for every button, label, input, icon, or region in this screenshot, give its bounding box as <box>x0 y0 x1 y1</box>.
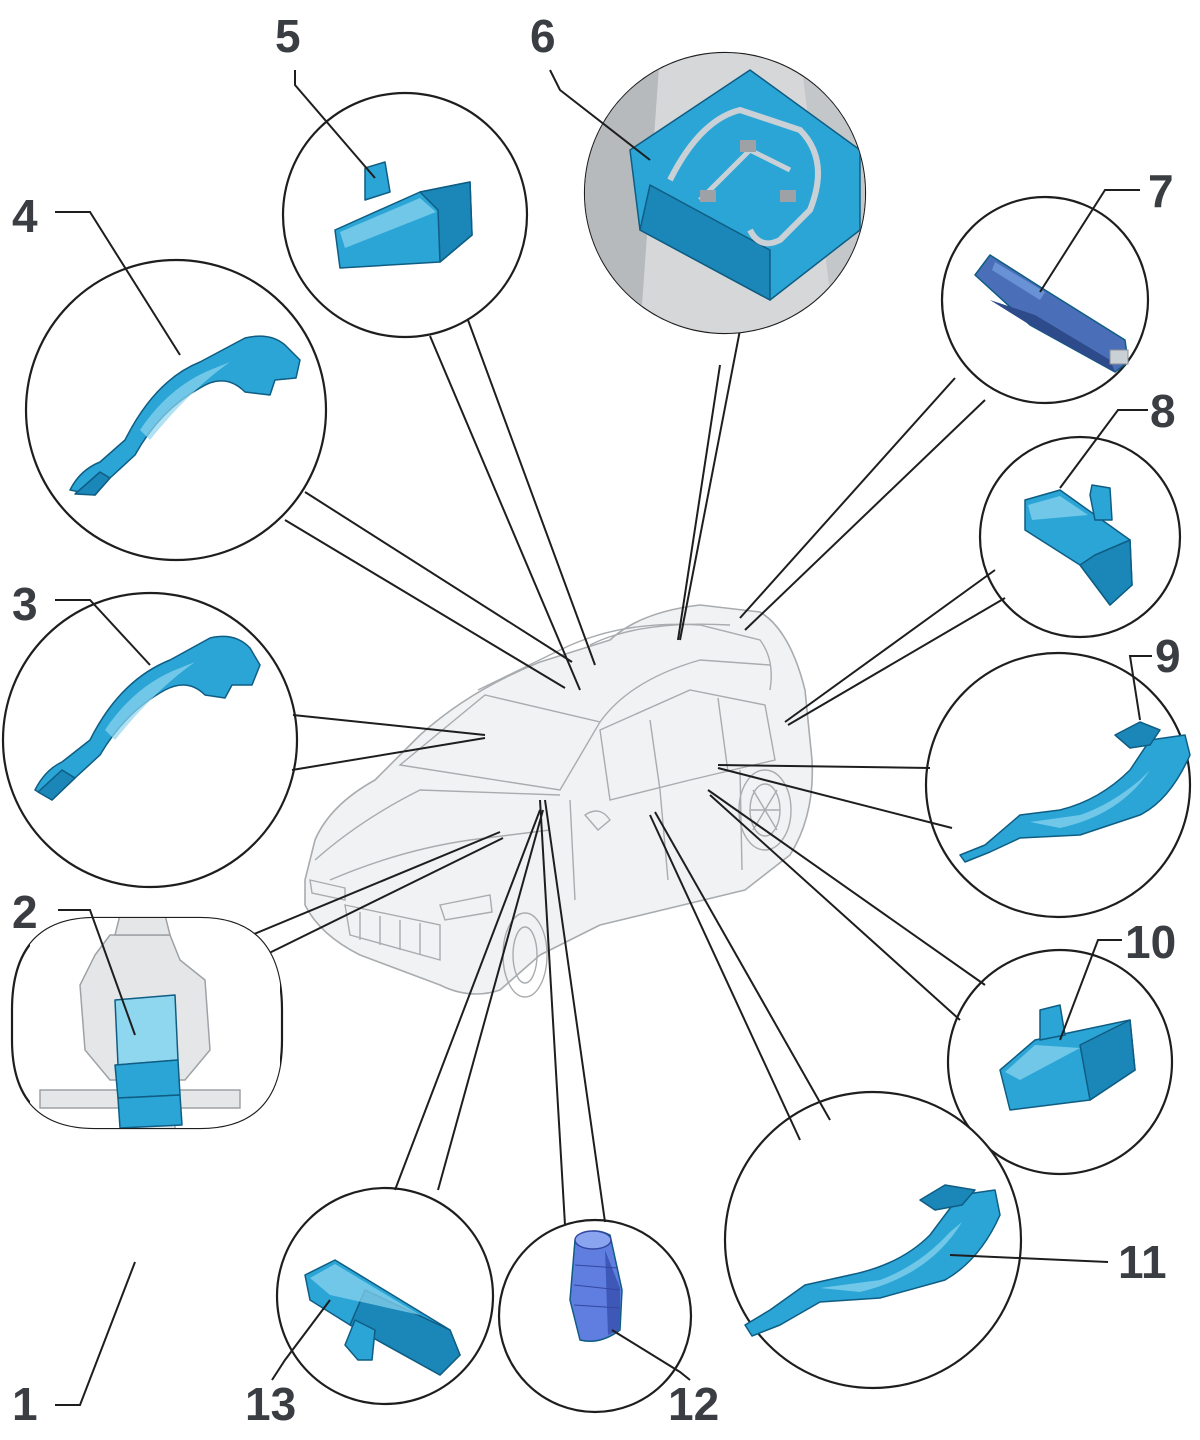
door-handle-icon <box>744 1184 1001 1337</box>
antenna-module-icon <box>334 161 473 269</box>
callout-label-10: 10 <box>1125 916 1176 968</box>
callout-circle-4 <box>24 258 328 562</box>
callout-label-2: 2 <box>12 886 38 938</box>
callout-label-8: 8 <box>1150 385 1176 437</box>
door-handle-icon <box>69 335 301 496</box>
callout-labels: 1 2 3 4 5 6 7 8 9 10 11 12 13 <box>12 10 1181 1430</box>
callout-label-3: 3 <box>12 578 38 630</box>
leader-lines <box>229 319 1006 1226</box>
callout-label-7: 7 <box>1148 165 1174 217</box>
control-unit-icon <box>585 53 865 333</box>
door-handle-icon <box>959 721 1191 863</box>
callout-label-13: 13 <box>245 1378 296 1430</box>
callout-circle-3 <box>1 591 299 889</box>
callout-label-6: 6 <box>530 10 556 62</box>
door-handle-icon <box>34 635 261 801</box>
callout-label-1: 1 <box>12 1378 38 1430</box>
antenna-module-icon <box>304 1259 461 1376</box>
antenna-module-icon <box>999 1004 1136 1111</box>
callout-label-9: 9 <box>1155 630 1181 682</box>
callout-label-11: 11 <box>1118 1236 1167 1288</box>
steering-column-lock-icon <box>30 918 280 1128</box>
vehicle-illustration <box>304 604 814 998</box>
callout-label-4: 4 <box>12 190 38 242</box>
callout-label-12: 12 <box>668 1378 719 1430</box>
antenna-module-icon <box>1024 484 1133 606</box>
sensor-icon <box>569 1230 623 1342</box>
bar-antenna-icon <box>974 254 1129 373</box>
callout-label-5: 5 <box>275 10 301 62</box>
